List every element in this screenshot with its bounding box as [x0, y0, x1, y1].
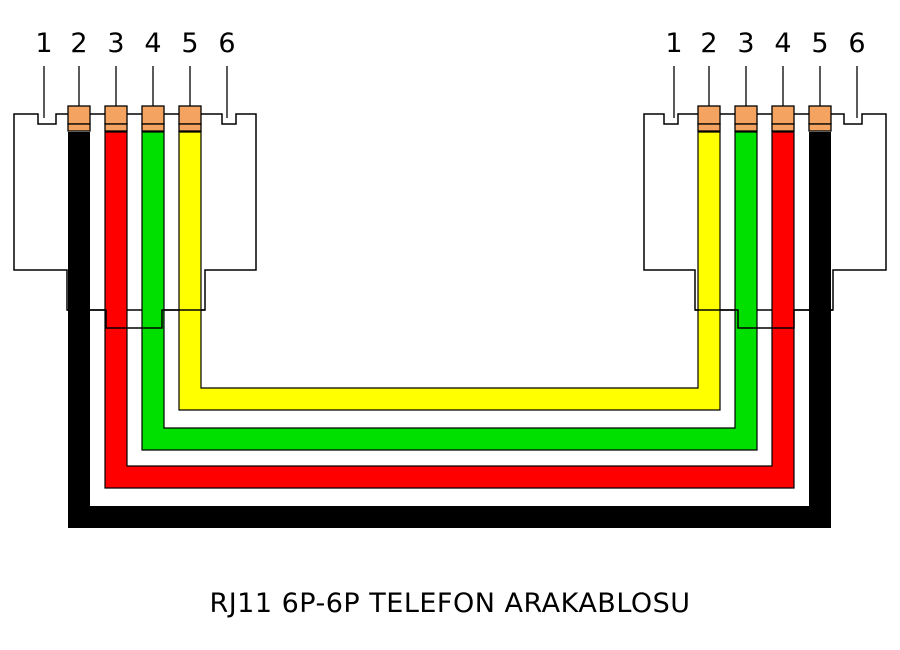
left-contact-tip — [141, 123, 165, 132]
right-contact-tip — [808, 123, 832, 132]
left-connector-latch — [67, 309, 205, 329]
right-contact — [697, 105, 721, 125]
diagram-title: RJ11 6P-6P TELEFON ARAKABLOSU — [209, 588, 691, 619]
right-pin-label-3: 3 — [737, 28, 754, 59]
left-contact-tip — [178, 123, 202, 132]
right-contact-tip — [734, 123, 758, 132]
right-contact — [734, 105, 758, 125]
left-contact — [178, 105, 202, 125]
right-pin-label-6: 6 — [848, 28, 865, 59]
right-connector-latch — [695, 309, 833, 329]
left-pin-label-6: 6 — [218, 28, 235, 59]
right-pin-label-2: 2 — [700, 28, 717, 59]
left-connector-body — [13, 113, 257, 311]
right-pin-label-5: 5 — [811, 28, 828, 59]
left-pin-label-4: 4 — [144, 28, 161, 59]
right-connector-body — [643, 113, 887, 311]
right-contact-tip — [697, 123, 721, 132]
wire-yellow — [178, 131, 721, 411]
left-pin-label-5: 5 — [181, 28, 198, 59]
wire-red — [104, 131, 795, 489]
contacts — [67, 105, 832, 132]
left-contact — [141, 105, 165, 125]
left-pin-label-3: 3 — [107, 28, 124, 59]
left-contact — [67, 105, 91, 125]
right-contact — [808, 105, 832, 125]
wires — [68, 131, 831, 528]
wire-green — [141, 131, 758, 451]
right-contact-tip — [771, 123, 795, 132]
right-contact — [771, 105, 795, 125]
right-pin-labels: 1 2 3 4 5 6 — [665, 28, 865, 59]
left-pin-label-1: 1 — [35, 28, 52, 59]
right-pin-label-4: 4 — [774, 28, 791, 59]
right-pin-label-1: 1 — [665, 28, 682, 59]
left-contact-tip — [67, 123, 91, 132]
left-pin-label-2: 2 — [70, 28, 87, 59]
left-contact-tip — [104, 123, 128, 132]
left-pin-labels: 1 2 3 4 5 6 — [35, 28, 235, 59]
left-contact — [104, 105, 128, 125]
